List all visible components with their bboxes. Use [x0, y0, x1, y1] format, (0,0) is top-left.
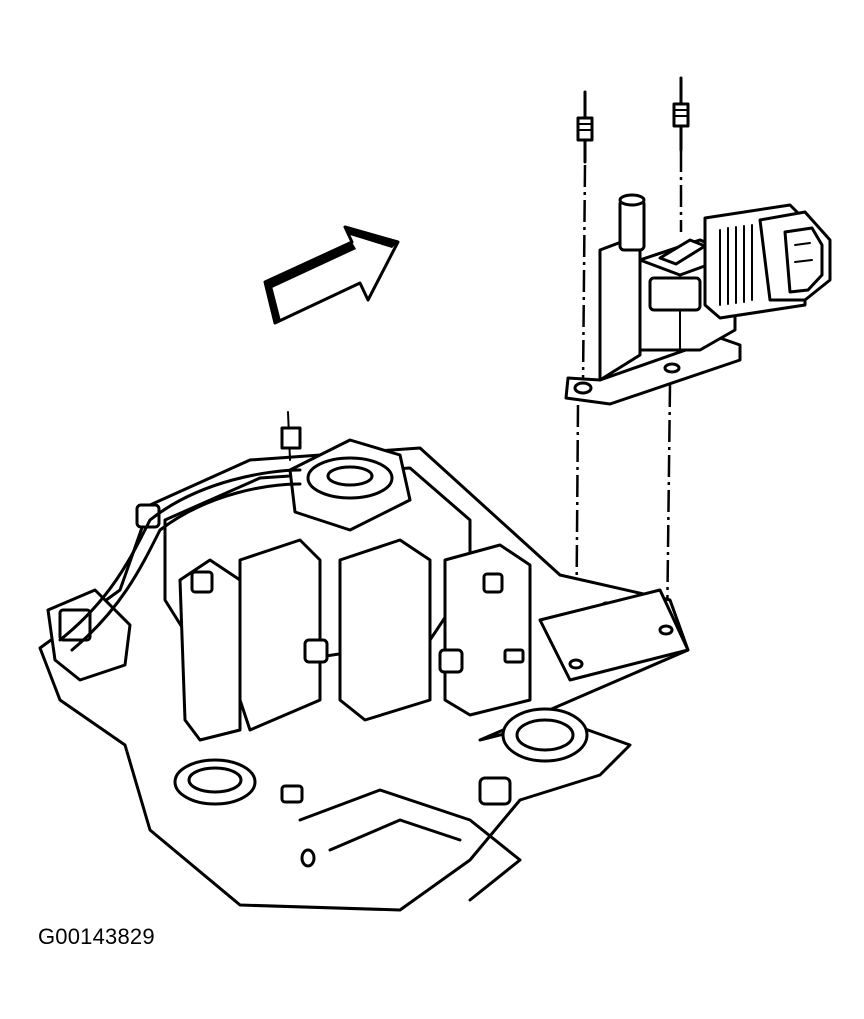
ignition-coil-module [564, 193, 832, 406]
front-direction-arrow [263, 225, 400, 325]
bolt-right [672, 76, 690, 152]
module-fins [719, 224, 753, 306]
figure-id-label: G00143829 [38, 924, 155, 949]
engine-intake-manifold [38, 411, 690, 912]
bolt-left [576, 90, 594, 164]
